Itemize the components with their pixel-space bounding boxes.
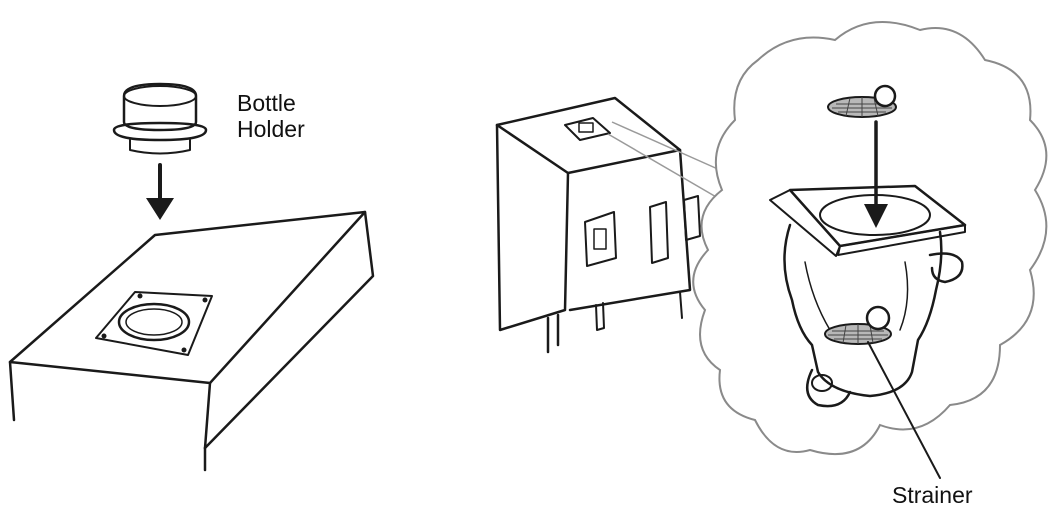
down-arrow-icon — [146, 165, 174, 220]
bottle-holder-label-line2: Holder — [237, 116, 305, 142]
ball-float-installed-icon — [867, 307, 889, 329]
callout-cloud — [693, 22, 1046, 454]
ball-float-icon — [875, 86, 895, 106]
bottle-holder-label-line1: Bottle — [237, 90, 305, 116]
bottle-holder-label: Bottle Holder — [237, 90, 305, 142]
machine-box-left — [10, 212, 373, 470]
strainer-label: Strainer — [892, 482, 973, 508]
machine-box-right — [497, 98, 700, 352]
bottle-holder-icon — [114, 84, 206, 154]
